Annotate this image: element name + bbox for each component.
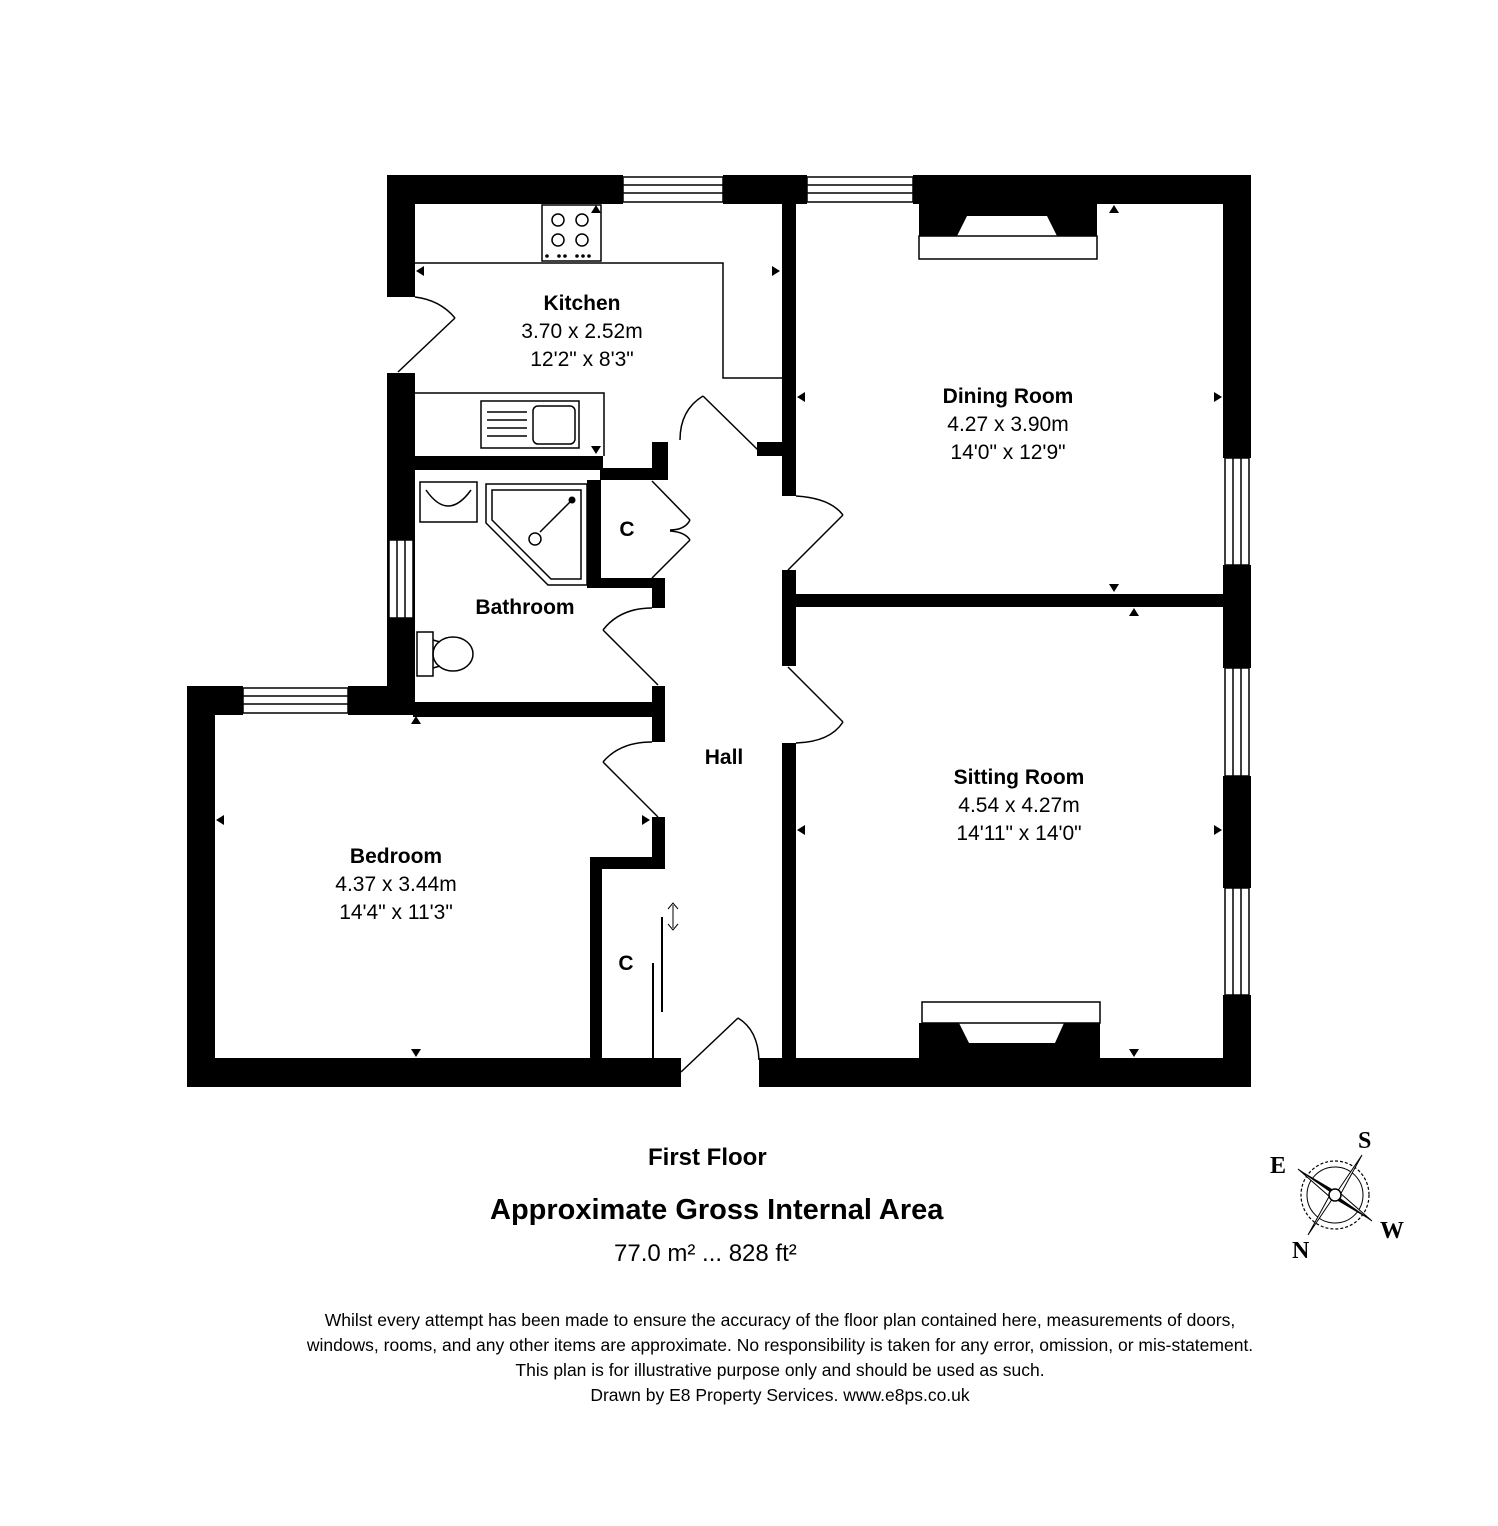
sitting-room-metric: 4.54 x 4.27m bbox=[958, 794, 1080, 817]
sitting-room-label: Sitting Room 4.54 x 4.27m 14'11" x 14'0" bbox=[954, 766, 1085, 846]
dining-room-imperial: 14'0" x 12'9" bbox=[950, 441, 1066, 464]
floor-name: First Floor bbox=[648, 1144, 767, 1171]
dining-room-label: Dining Room 4.27 x 3.90m 14'0" x 12'9" bbox=[943, 385, 1074, 465]
disclaimer-line: This plan is for illustrative purpose on… bbox=[515, 1360, 1045, 1380]
bedroom-name: Bedroom bbox=[349, 845, 443, 868]
compass-west: W bbox=[1380, 1218, 1404, 1244]
fixture-dots bbox=[545, 254, 591, 504]
fixtures bbox=[415, 204, 1101, 1024]
compass-icon bbox=[1297, 1154, 1373, 1236]
windows bbox=[242, 176, 1250, 996]
hall-name: Hall bbox=[704, 746, 744, 769]
kitchen-imperial: 12'2" x 8'3" bbox=[530, 348, 634, 371]
bathroom-name: Bathroom bbox=[475, 596, 575, 619]
compass-east: E bbox=[1270, 1153, 1287, 1179]
doors bbox=[397, 296, 844, 1073]
kitchen-name: Kitchen bbox=[543, 292, 621, 315]
cupboard-2-name: C bbox=[618, 952, 634, 975]
disclaimer-line: windows, rooms, and any other items are … bbox=[306, 1335, 1254, 1355]
compass-north: N bbox=[1292, 1238, 1310, 1264]
sitting-room-imperial: 14'11" x 14'0" bbox=[956, 822, 1082, 845]
walls bbox=[187, 175, 1251, 1087]
area-value: 77.0 m² ... 828 ft² bbox=[614, 1240, 797, 1267]
dining-room-metric: 4.27 x 3.90m bbox=[947, 413, 1069, 436]
disclaimer-line: Whilst every attempt has been made to en… bbox=[324, 1310, 1236, 1330]
dining-room-name: Dining Room bbox=[942, 385, 1074, 408]
bedroom-label: Bedroom 4.37 x 3.44m 14'4" x 11'3" bbox=[335, 845, 456, 925]
cupboard-1-name: C bbox=[619, 518, 635, 541]
area-title: Approximate Gross Internal Area bbox=[490, 1194, 944, 1226]
bedroom-metric: 4.37 x 3.44m bbox=[335, 873, 457, 896]
measurement-markers bbox=[216, 205, 1222, 1057]
disclaimer: Whilst every attempt has been made to en… bbox=[0, 1308, 1498, 1408]
compass-south: S bbox=[1358, 1128, 1372, 1154]
kitchen-metric: 3.70 x 2.52m bbox=[521, 320, 643, 343]
bedroom-imperial: 14'4" x 11'3" bbox=[339, 901, 453, 924]
kitchen-label: Kitchen 3.70 x 2.52m 12'2" x 8'3" bbox=[521, 292, 642, 372]
disclaimer-line: Drawn by E8 Property Services. www.e8ps.… bbox=[590, 1385, 970, 1405]
sitting-room-name: Sitting Room bbox=[953, 766, 1085, 789]
